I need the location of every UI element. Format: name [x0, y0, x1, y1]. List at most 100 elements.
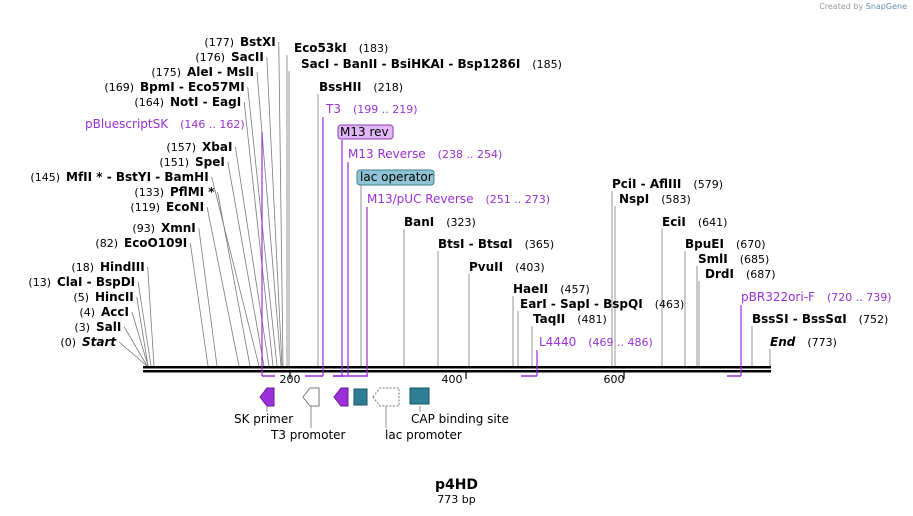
enzyme-noti-eagi[interactable]: NotI - EagI(164) — [134, 95, 241, 109]
enzyme-leader-hincii — [136, 296, 149, 367]
enzyme-bsshii[interactable]: BssHII(218) — [319, 80, 403, 94]
enzyme-name-clai-bspdi: ClaI - BspDI — [57, 275, 135, 289]
enzyme-mfii-bstyi-bamhi[interactable]: MfII * - BstYI - BamHI(145) — [30, 170, 208, 184]
enzyme-pos-end: (773) — [807, 336, 837, 349]
enzyme-pos-eari-sapi-bspqi: (463) — [655, 298, 685, 311]
enzyme-pos-sali: (3) — [74, 321, 90, 334]
enzyme-name-taqii: TaqII — [533, 312, 565, 326]
enzyme-pos-alei-msli: (175) — [151, 66, 181, 79]
enzyme-haeii[interactable]: HaeII(457) — [513, 282, 590, 296]
enzyme-pos-smli: (685) — [740, 253, 770, 266]
enzyme-leader-mfii-bstyi-bamhi — [211, 176, 260, 367]
enzyme-leader-hindiii — [147, 266, 155, 367]
enzyme-xmni[interactable]: XmnI(93) — [132, 221, 195, 235]
primer-range-pbluescriptsk: (146 .. 162) — [180, 118, 245, 131]
primer-m13-puc-reverse[interactable]: M13/pUC Reverse(251 .. 273) — [350, 192, 550, 377]
enzyme-bstxi[interactable]: BstXI(177) — [204, 35, 275, 49]
primer-label-pbluescriptsk: pBluescriptSK — [85, 117, 169, 131]
enzyme-btsi-bts-i[interactable]: BtsI - BtsαI(365) — [438, 237, 554, 251]
enzyme-pcii-afliii[interactable]: PciI - AflIII(579) — [612, 177, 723, 191]
enzyme-name-eari-sapi-bspqi: EarI - SapI - BspQI — [520, 297, 643, 311]
enzyme-hincii[interactable]: HincII(5) — [73, 290, 133, 304]
enzyme-econi[interactable]: EcoNI(119) — [130, 200, 204, 214]
enzyme-nspi[interactable]: NspI(583) — [619, 192, 691, 206]
backbone — [143, 366, 771, 379]
enzyme-pos-ecii: (641) — [698, 216, 728, 229]
enzyme-smli[interactable]: SmlI(685) — [698, 252, 769, 266]
enzyme-name-nspi: NspI — [619, 192, 649, 206]
enzyme-name-btsi-bts-i: BtsI - BtsαI — [438, 237, 513, 251]
enzyme-pos-econi: (119) — [130, 201, 160, 214]
primer-m13-reverse[interactable]: M13 Reverse(238 .. 254) — [333, 147, 502, 377]
enzyme-hindiii[interactable]: HindIII (18) — [71, 260, 144, 274]
feature-t3-promoter[interactable]: T3 promoter — [270, 387, 346, 442]
feature-lac-promoter[interactable]: lac promoter — [372, 387, 462, 442]
primer-l4440[interactable]: L4440(469 .. 486) — [521, 335, 653, 377]
enzyme-name-bpmi-eco57mi: BpmI - Eco57MI — [140, 80, 245, 94]
enzyme-xbai[interactable]: XbaI(157) — [166, 140, 232, 154]
enzyme-pvuii[interactable]: PvuII(403) — [469, 260, 545, 274]
enzyme-pos-hindiii: (18) — [71, 261, 94, 274]
enzyme-eco53ki[interactable]: Eco53kI(183) — [294, 41, 388, 55]
enzyme-pos-clai-bspdi: (13) — [28, 276, 51, 289]
enzyme-drdi[interactable]: DrdI (687) — [705, 267, 776, 281]
enzyme-name-sacii: SacII — [231, 50, 264, 64]
enzyme-bani[interactable]: BanI(323) — [404, 215, 476, 229]
enzyme-name-sali: SalI — [96, 320, 121, 334]
primer-label-m13-puc-reverse: M13/pUC Reverse — [367, 192, 474, 206]
feature-sk-primer[interactable]: SK primer — [234, 387, 293, 426]
enzyme-ecii[interactable]: EciI(641) — [662, 215, 727, 229]
enzyme-name-drdi: DrdI — [705, 267, 734, 281]
enzyme-name-bpuei: BpuEI — [685, 237, 724, 251]
enzyme-pos-bpuei: (670) — [736, 238, 766, 251]
enzyme-start[interactable]: Start(0) — [60, 335, 117, 349]
feature-lac-operator[interactable]: lac operator — [353, 169, 435, 406]
enzyme-acci[interactable]: AccI (4) — [79, 305, 129, 319]
enzyme-bpmi-eco57mi[interactable]: BpmI - Eco57MI(169) — [104, 80, 244, 94]
primer-label-pbr322ori-f: pBR322ori-F — [741, 290, 815, 304]
enzyme-name-hindiii: HindIII — [100, 260, 145, 274]
enzyme-clai-bspdi[interactable]: ClaI - BspDI (13) — [28, 275, 135, 289]
enzyme-name-start: Start — [82, 335, 117, 349]
enzyme-bsssi-bsss-i[interactable]: BssSI - BssSαI(752) — [752, 312, 888, 326]
enzyme-pflmi[interactable]: PflMI * (133) — [134, 185, 215, 199]
enzyme-end[interactable]: End(773) — [770, 335, 837, 349]
enzyme-saci-banii-bsihkai-bsp1286i[interactable]: SacI - BanII - BsiHKAI - Bsp1286I(185) — [301, 57, 562, 71]
enzyme-pos-acci: (4) — [79, 306, 95, 319]
enzyme-pos-drdi: (687) — [746, 268, 776, 281]
enzyme-pos-taqii: (481) — [577, 313, 607, 326]
feature-pill-lac-operator — [356, 169, 435, 186]
enzyme-ecoo109i[interactable]: EcoO109I(82) — [95, 236, 187, 250]
primer-pbluescriptsk[interactable]: pBluescriptSK (146 .. 162) — [85, 117, 275, 377]
plasmid-length: 773 bp — [437, 493, 476, 506]
enzyme-bpuei[interactable]: BpuEI (670) — [685, 237, 766, 251]
primer-pbr322ori-f[interactable]: pBR322ori-F (720 .. 739) — [727, 290, 892, 377]
enzyme-name-mfii-bstyi-bamhi: MfII * - BstYI - BamHI — [66, 170, 209, 184]
feature-shape-cap-binding-site — [409, 387, 430, 405]
enzyme-name-eco53ki: Eco53kI — [294, 41, 347, 55]
enzyme-sacii[interactable]: SacII(176) — [195, 50, 263, 64]
enzyme-name-bani: BanI — [404, 215, 434, 229]
enzyme-spei[interactable]: SpeI(151) — [159, 155, 224, 169]
enzyme-leader-spei — [227, 161, 265, 367]
enzyme-name-pflmi: PflMI * — [170, 185, 215, 199]
enzyme-name-noti-eagi: NotI - EagI — [170, 95, 241, 109]
feature-cap-binding-site[interactable]: CAP binding site — [409, 387, 509, 426]
primer-range-pbr322ori-f: (720 .. 739) — [827, 291, 892, 304]
enzyme-taqii[interactable]: TaqII (481) — [533, 312, 607, 326]
enzyme-sali[interactable]: SalI (3) — [74, 320, 121, 334]
snapgene-credit: Created by SnapGene — [819, 2, 907, 11]
enzyme-pos-pflmi: (133) — [134, 186, 164, 199]
plasmid-name: p4HD — [434, 477, 479, 493]
feature-label-lac-promoter: lac promoter — [385, 428, 462, 442]
enzyme-leader-sali — [123, 326, 148, 367]
enzyme-leader-alei-msli — [256, 71, 282, 367]
primer-t3[interactable]: T3(199 .. 219) — [305, 102, 418, 377]
enzyme-alei-msli[interactable]: AleI - MslI(175) — [151, 65, 254, 79]
feature-shape-t3-promoter — [302, 387, 320, 407]
primer-m13-rev[interactable]: M13 rev — [333, 124, 394, 377]
enzyme-name-acci: AccI — [101, 305, 129, 319]
enzyme-eari-sapi-bspqi[interactable]: EarI - SapI - BspQI (463) — [520, 297, 684, 311]
enzyme-name-xbai: XbaI — [202, 140, 232, 154]
